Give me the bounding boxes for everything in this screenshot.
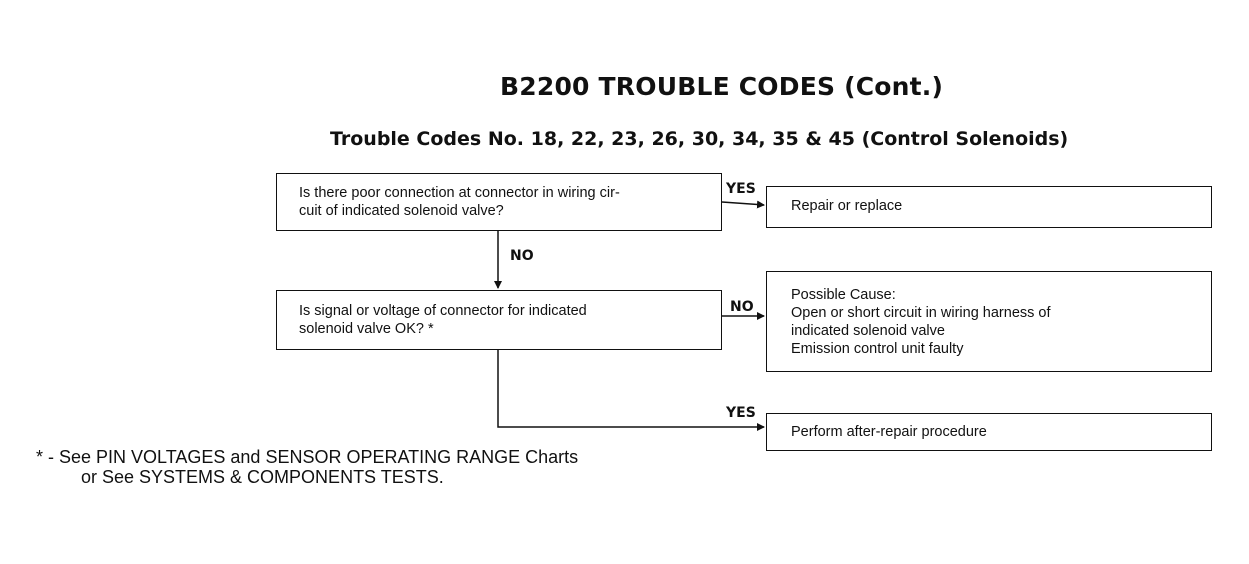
- page-subtitle: Trouble Codes No. 18, 22, 23, 26, 30, 34…: [330, 128, 1069, 150]
- result-line: indicated solenoid valve: [791, 323, 945, 339]
- edge-label-yes: YES: [726, 405, 756, 421]
- question-line: solenoid valve OK? *: [299, 321, 434, 337]
- connector-q1-to-a1: [721, 200, 765, 209]
- edge-label-no: NO: [730, 299, 754, 315]
- result-line: Open or short circuit in wiring harness …: [791, 305, 1051, 321]
- footnote-line: or See SYSTEMS & COMPONENTS TESTS.: [81, 467, 444, 487]
- action-box-repair-or-replace: Repair or replace: [766, 186, 1212, 228]
- question-box-poor-connection: Is there poor connection at connector in…: [276, 173, 722, 231]
- question-line: Is signal or voltage of connector for in…: [299, 303, 587, 319]
- question-line: cuit of indicated solenoid valve?: [299, 203, 504, 219]
- connector-q2-to-a3: [497, 350, 765, 431]
- footnote-line: See PIN VOLTAGES and SENSOR OPERATING RA…: [59, 447, 579, 467]
- question-line: Is there poor connection at connector in…: [299, 185, 620, 201]
- footnote-marker: * -: [36, 447, 54, 467]
- result-box-possible-cause: Possible Cause: Open or short circuit in…: [766, 271, 1212, 372]
- result-line: Emission control unit faulty: [791, 341, 964, 357]
- result-line: Possible Cause:: [791, 287, 896, 303]
- page-title: B2200 TROUBLE CODES (Cont.): [500, 72, 944, 101]
- footnote: * - See PIN VOLTAGES and SENSOR OPERATIN…: [36, 447, 578, 487]
- question-box-signal-voltage: Is signal or voltage of connector for in…: [276, 290, 722, 350]
- edge-label-yes: YES: [726, 181, 756, 197]
- action-line: Repair or replace: [791, 198, 903, 214]
- edge-label-no: NO: [510, 248, 534, 264]
- action-box-after-repair: Perform after-repair procedure: [766, 413, 1212, 451]
- action-line: Perform after-repair procedure: [791, 424, 987, 440]
